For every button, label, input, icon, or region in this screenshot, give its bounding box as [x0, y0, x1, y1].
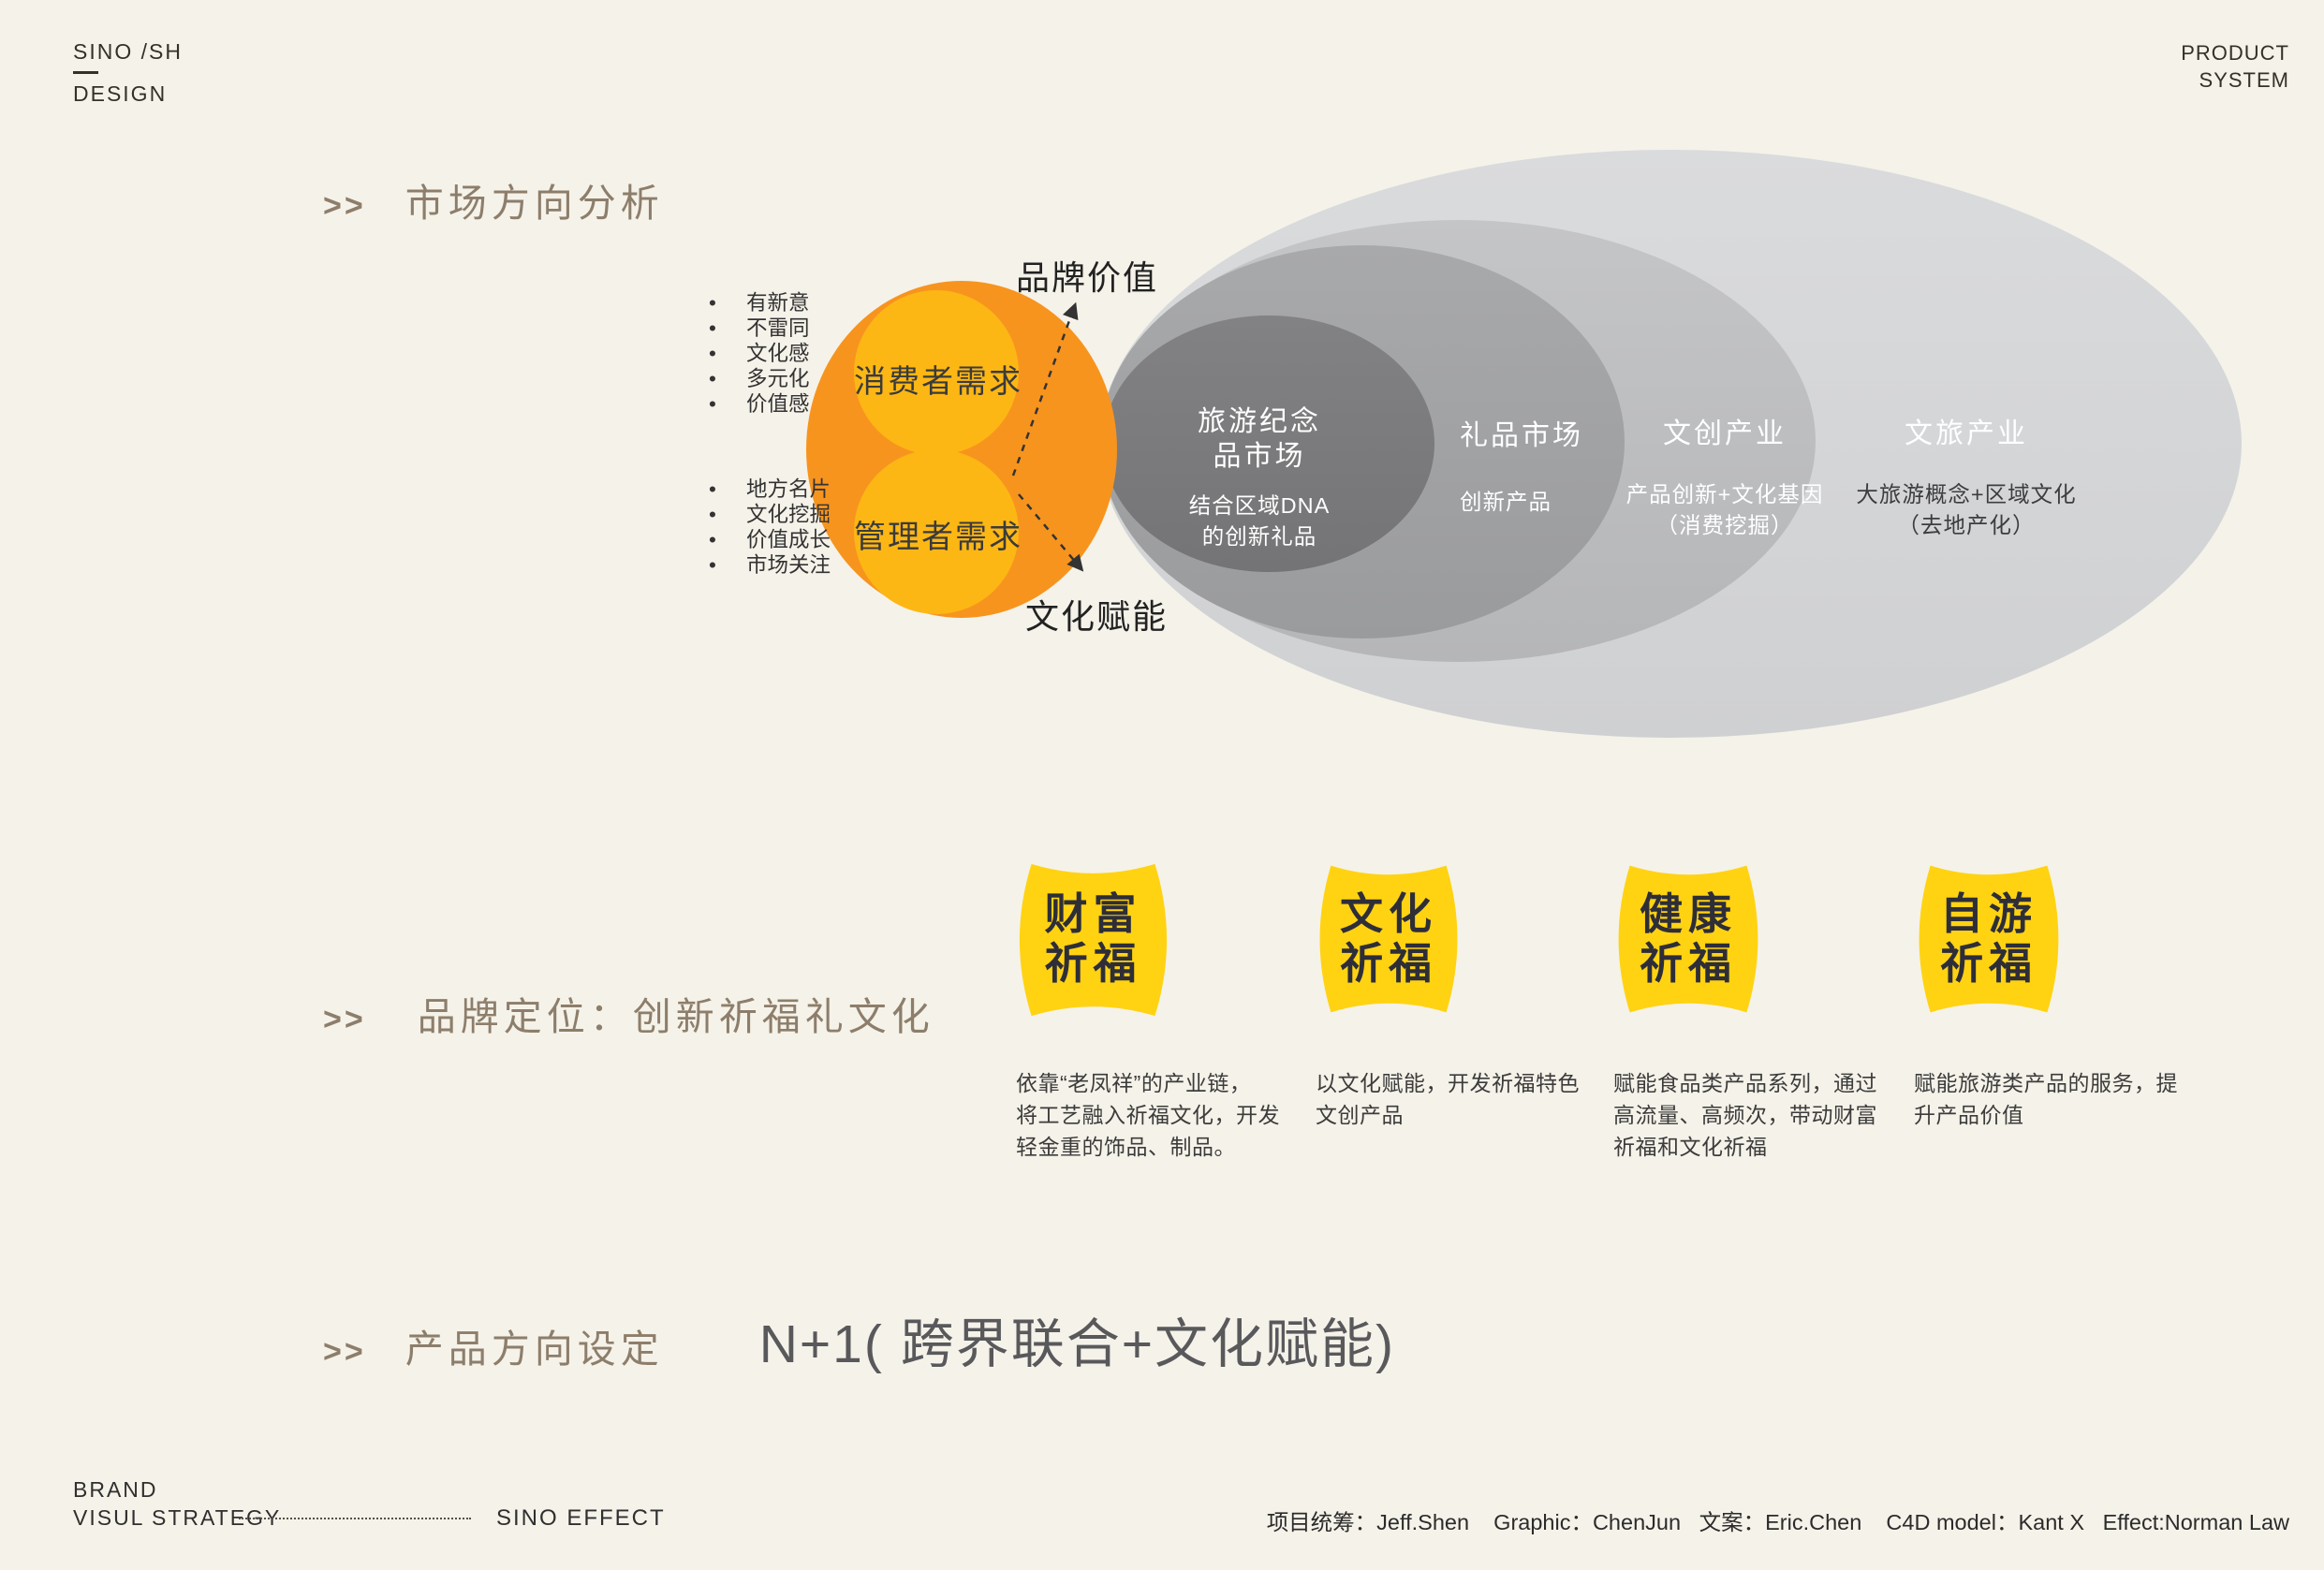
section-marker: >>	[323, 188, 366, 224]
ring-title: 文旅产业	[1905, 418, 2028, 449]
badge-desc-health: 赋能食品类产品系列，通过 高流量、高频次，带动财富 祈福和文化祈福	[1613, 1071, 1877, 1159]
ring-label-gift: 礼品市场 创新产品	[1460, 418, 1619, 518]
badge-desc-culture: 以文化赋能，开发祈福特色 文创产品	[1316, 1071, 1580, 1127]
ring-title: 文创产业	[1663, 418, 1787, 449]
ring-title: 礼品市场	[1460, 420, 1583, 451]
ring-label-souvenir: 旅游纪念 品市场 结合区域DNA 的创新礼品	[1166, 404, 1353, 552]
consumer-demand-label: 消费者需求	[854, 364, 1022, 400]
list-item: 价值成长	[709, 527, 831, 552]
list-item: 价值感	[709, 391, 810, 417]
list-item: 文化挖掘	[709, 502, 831, 527]
ring-subtitle: 产品创新+文化基因 （消费挖掘）	[1625, 482, 1824, 537]
logo-line1: SINO /SH	[73, 39, 183, 64]
manager-points-list: 地方名片 文化挖掘 价值成长 市场关注	[709, 477, 831, 578]
badge-label-wealth: 财富 祈福	[1044, 888, 1142, 989]
culture-empower-label: 文化赋能	[1025, 597, 1169, 636]
product-formula: N+1( 跨界联合+文化赋能)	[758, 1314, 1395, 1374]
section-brand-title: 品牌定位：创新祈福礼文化	[417, 995, 934, 1038]
list-item: 不雷同	[709, 315, 810, 341]
logo-rule	[73, 71, 98, 74]
section-product-title: 产品方向设定	[404, 1328, 664, 1371]
section-market-title-row: >> 市场方向分析	[323, 171, 664, 227]
manager-demand-label: 管理者需求	[854, 520, 1022, 555]
ring-subtitle: 结合区域DNA 的创新礼品	[1188, 493, 1331, 549]
section-marker: >>	[323, 1002, 366, 1037]
ring-subtitle: 大旅游概念+区域文化 （去地产化）	[1856, 482, 2077, 537]
ring-label-culture-tourism: 文旅产业 大旅游概念+区域文化 （去地产化）	[1840, 417, 2093, 541]
manager-demand-circle	[854, 449, 1019, 614]
ring-souvenir-market	[1103, 315, 1434, 572]
brand-value-label: 品牌价值	[1016, 258, 1159, 297]
list-item: 市场关注	[709, 552, 831, 578]
footer-sino-effect: SINO EFFECT	[496, 1505, 666, 1531]
list-item: 有新意	[709, 290, 810, 315]
product-system-line2: SYSTEM	[2199, 68, 2289, 92]
culture-empower-arrow	[1018, 493, 1084, 572]
product-system-label: PRODUCT SYSTEM	[2181, 39, 2289, 94]
consumer-points-list: 有新意 不雷同 文化感 多元化 价值感	[709, 290, 810, 417]
section-product-title-row: >> 产品方向设定 N+1( 跨界联合+文化赋能)	[323, 1301, 1395, 1378]
badge-label-culture: 文化 祈福	[1340, 888, 1437, 989]
ring-title: 旅游纪念 品市场	[1198, 406, 1321, 472]
product-system-line1: PRODUCT	[2181, 41, 2289, 65]
footer-brand-strategy: BRAND VISUL STRATEGY	[73, 1475, 281, 1532]
list-item: 多元化	[709, 366, 810, 391]
badge-desc-wealth: 依靠“老凤祥”的产业链， 将工艺融入祈福文化，开发 轻金重的饰品、制品。	[1016, 1071, 1280, 1159]
logo-line2: DESIGN	[73, 81, 168, 106]
list-item: 文化感	[709, 341, 810, 366]
badge-desc-travel: 赋能旅游类产品的服务，提 升产品价值	[1914, 1071, 2178, 1127]
brand-value-arrow	[1011, 301, 1079, 477]
footer-dotted-divider	[239, 1518, 471, 1519]
footer-credits: 项目统筹：Jeff.Shen Graphic：ChenJun 文案：Eric.C…	[1266, 1510, 2289, 1534]
badge-label-health: 健康 祈福	[1640, 888, 1737, 989]
ring-subtitle: 创新产品	[1460, 490, 1552, 514]
consumer-demand-circle	[854, 290, 1019, 455]
section-marker: >>	[323, 1334, 366, 1370]
badge-label-travel: 自游 祈福	[1940, 888, 2037, 989]
logo: SINO /SH DESIGN	[73, 39, 183, 107]
section-market-title: 市场方向分析	[404, 182, 664, 225]
section-brand-title-row: >> 品牌定位：创新祈福礼文化	[323, 985, 934, 1041]
footer-line1: BRAND	[73, 1477, 158, 1502]
list-item: 地方名片	[709, 477, 831, 502]
ring-label-cultural-creative: 文创产业 产品创新+文化基因 （消费挖掘）	[1608, 417, 1842, 541]
